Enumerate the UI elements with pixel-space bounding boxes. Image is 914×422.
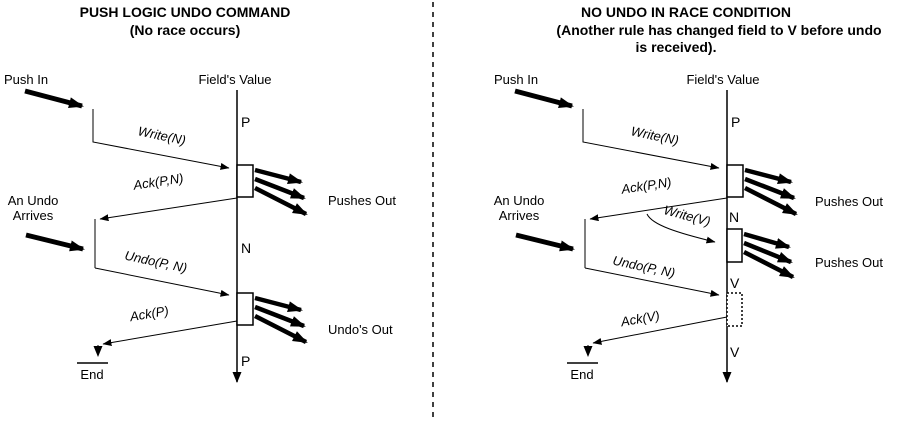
left-undos-out-arrow-1 (254, 295, 303, 313)
left-value-bottom: P (241, 353, 250, 369)
right-write-v-message-label: Write(V) (662, 202, 712, 229)
right-write-n-message-line (582, 109, 720, 170)
right-pushes-out2-arrow-3 (742, 249, 795, 280)
right-value-top: P (731, 114, 740, 130)
left-activation-box-undo (236, 292, 254, 326)
left-pushes-out-label: Pushes Out (328, 193, 396, 208)
right-value-after-write-v: V (730, 275, 740, 291)
right-end-label: End (570, 367, 593, 382)
right-write-v-message-line (646, 213, 716, 244)
right-push-in-label: Push In (494, 72, 538, 87)
right-pushes-out1-arrow-2 (744, 176, 796, 201)
right-undo-message-label: Undo(P, N) (611, 253, 676, 281)
left-undo-message-label: Undo(P, N) (123, 248, 188, 276)
right-panel-race-condition: NO UNDO IN RACE CONDITION (Another rule … (494, 4, 883, 383)
left-panel-no-race: PUSH LOGIC UNDO COMMAND (No race occurs)… (4, 4, 396, 383)
left-value-top: P (241, 114, 250, 130)
right-undo-arrives-label-2: Arrives (499, 208, 540, 223)
right-ack-push-line (589, 197, 728, 222)
left-lifeline-label: Field's Value (198, 72, 271, 87)
right-subtitle-line2: is received). (636, 39, 717, 55)
right-title: NO UNDO IN RACE CONDITION (581, 4, 791, 20)
left-push-in-label: Push In (4, 72, 48, 87)
right-pushes-out1-arrow-3 (743, 185, 798, 217)
right-subtitle-line1: (Another rule has changed field to V bef… (556, 22, 881, 38)
left-write-message-label: Write(N) (137, 123, 187, 147)
right-pushes-out2-arrow-2 (743, 240, 793, 265)
left-title: PUSH LOGIC UNDO COMMAND (80, 4, 291, 20)
right-noop-undo-box-dashed (726, 292, 743, 327)
left-value-mid: N (241, 240, 251, 256)
left-ack-push-label: Ack(P,N) (131, 170, 184, 192)
right-ack-undo-label: Ack(V) (619, 308, 661, 330)
right-pushes-out2-arrow-1 (743, 231, 791, 250)
right-value-mid: N (729, 209, 739, 225)
right-undo-arrives-label-1: An Undo (494, 193, 545, 208)
right-lifeline-label: Field's Value (686, 72, 759, 87)
right-activation-box-write-v (726, 228, 743, 263)
right-pushes-out-label-2: Pushes Out (815, 255, 883, 270)
left-undo-arrives-label-1: An Undo (8, 193, 59, 208)
left-ack-undo-line (102, 320, 238, 347)
right-ack-undo-line (592, 316, 728, 345)
left-ack-push-line (99, 197, 238, 222)
right-pushes-out1-arrow-1 (744, 167, 793, 185)
left-undos-out-arrow-2 (254, 304, 306, 329)
left-undo-message-line (94, 267, 230, 297)
right-push-in-arrow (514, 88, 574, 109)
left-activation-box-push (236, 164, 254, 198)
right-undo-message-line (584, 267, 720, 297)
right-pushes-out-label-1: Pushes Out (815, 194, 883, 209)
left-subtitle: (No race occurs) (130, 22, 240, 38)
left-pushes-out-arrow-1 (254, 167, 303, 185)
left-pushes-out-arrow-2 (254, 176, 306, 201)
left-end-label: End (80, 367, 103, 382)
right-undo-arrives-arrow (515, 232, 575, 252)
left-push-in-arrow (24, 88, 84, 109)
left-undo-arrives-arrow (25, 232, 85, 252)
left-undos-out-label: Undo's Out (328, 322, 393, 337)
left-undos-out-arrow-3 (253, 313, 308, 345)
right-value-bottom: V (730, 344, 740, 360)
right-write-n-message-label: Write(N) (630, 123, 680, 147)
left-write-message-line (92, 109, 230, 170)
left-pushes-out-arrow-3 (253, 185, 308, 217)
left-undo-arrives-label-2: Arrives (13, 208, 54, 223)
right-ack-push-label: Ack(P,N) (619, 174, 672, 196)
right-activation-box-push (726, 164, 744, 198)
left-ack-undo-label: Ack(P) (128, 303, 170, 324)
